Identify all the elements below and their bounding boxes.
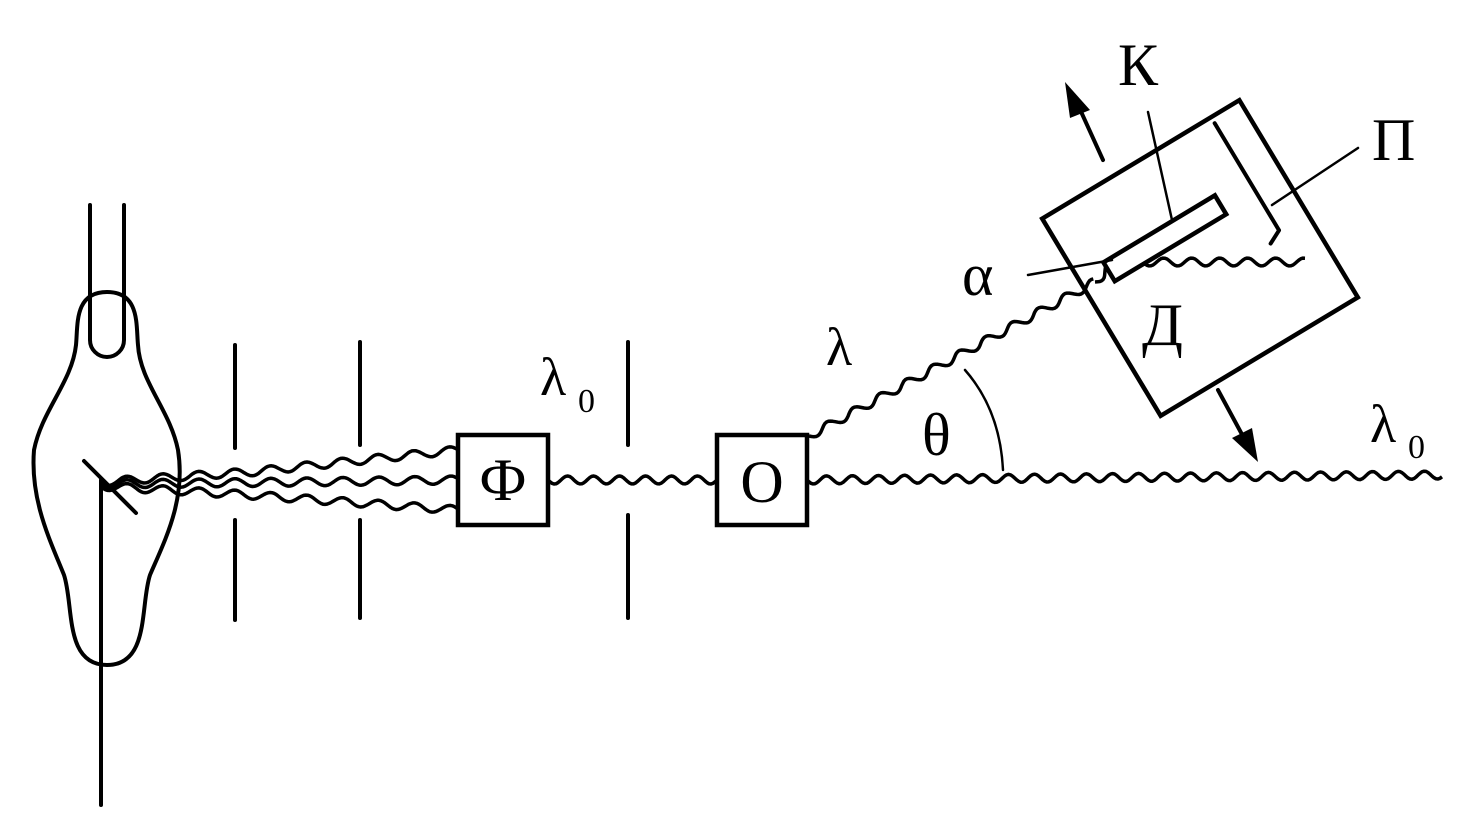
crystal-pointer (1146, 110, 1174, 222)
incident-lambda-subscript: 0 (578, 383, 595, 420)
rotation-arrows (1065, 82, 1258, 462)
beam-upper (99, 445, 459, 488)
crystal-plate (1100, 192, 1230, 285)
incident-wavelength-label: λ 0 (540, 347, 595, 420)
scattered-wavelength-label: λ (826, 317, 852, 377)
transmitted-wavelength-label: λ 0 (1370, 394, 1425, 466)
alpha-label: α (962, 242, 993, 308)
x-ray-beams (98, 256, 1444, 514)
cathode-tube (88, 203, 126, 359)
scatterer-box (714, 432, 810, 528)
arrow-up-head (1065, 82, 1090, 118)
tube-envelope (31, 290, 182, 667)
beam-lower (98, 481, 460, 514)
arrow-down-head (1232, 428, 1258, 462)
plate-pointer (1270, 146, 1360, 207)
beam-filtered (546, 474, 719, 486)
scattering-angle-arc (963, 368, 1005, 472)
plate-label: П (1372, 107, 1415, 173)
x-ray-tube (31, 203, 182, 807)
detector-housing (1039, 97, 1361, 419)
alpha-pointer (1026, 258, 1114, 277)
collimator-slits (233, 340, 630, 622)
scatterer: О (714, 432, 810, 528)
transmitted-lambda: λ (1370, 394, 1396, 454)
arrow-down-shaft (1216, 388, 1247, 442)
photoplate (1212, 121, 1282, 246)
detector-label: Д (1142, 292, 1183, 358)
scatterer-label: О (740, 449, 783, 515)
crystal-label: К (1118, 32, 1159, 98)
detector-assembly (1039, 97, 1361, 419)
transmitted-lambda-subscript: 0 (1408, 429, 1425, 466)
filter: Ф (455, 432, 551, 528)
beam-middle (99, 474, 459, 490)
filter-box (455, 432, 551, 528)
arrow-up-shaft (1076, 103, 1105, 162)
beam-transmitted (805, 469, 1444, 486)
theta-label: θ (922, 402, 951, 468)
filter-label: Ф (479, 447, 526, 513)
incident-lambda: λ (540, 347, 566, 407)
beam-scattered (808, 277, 1094, 439)
